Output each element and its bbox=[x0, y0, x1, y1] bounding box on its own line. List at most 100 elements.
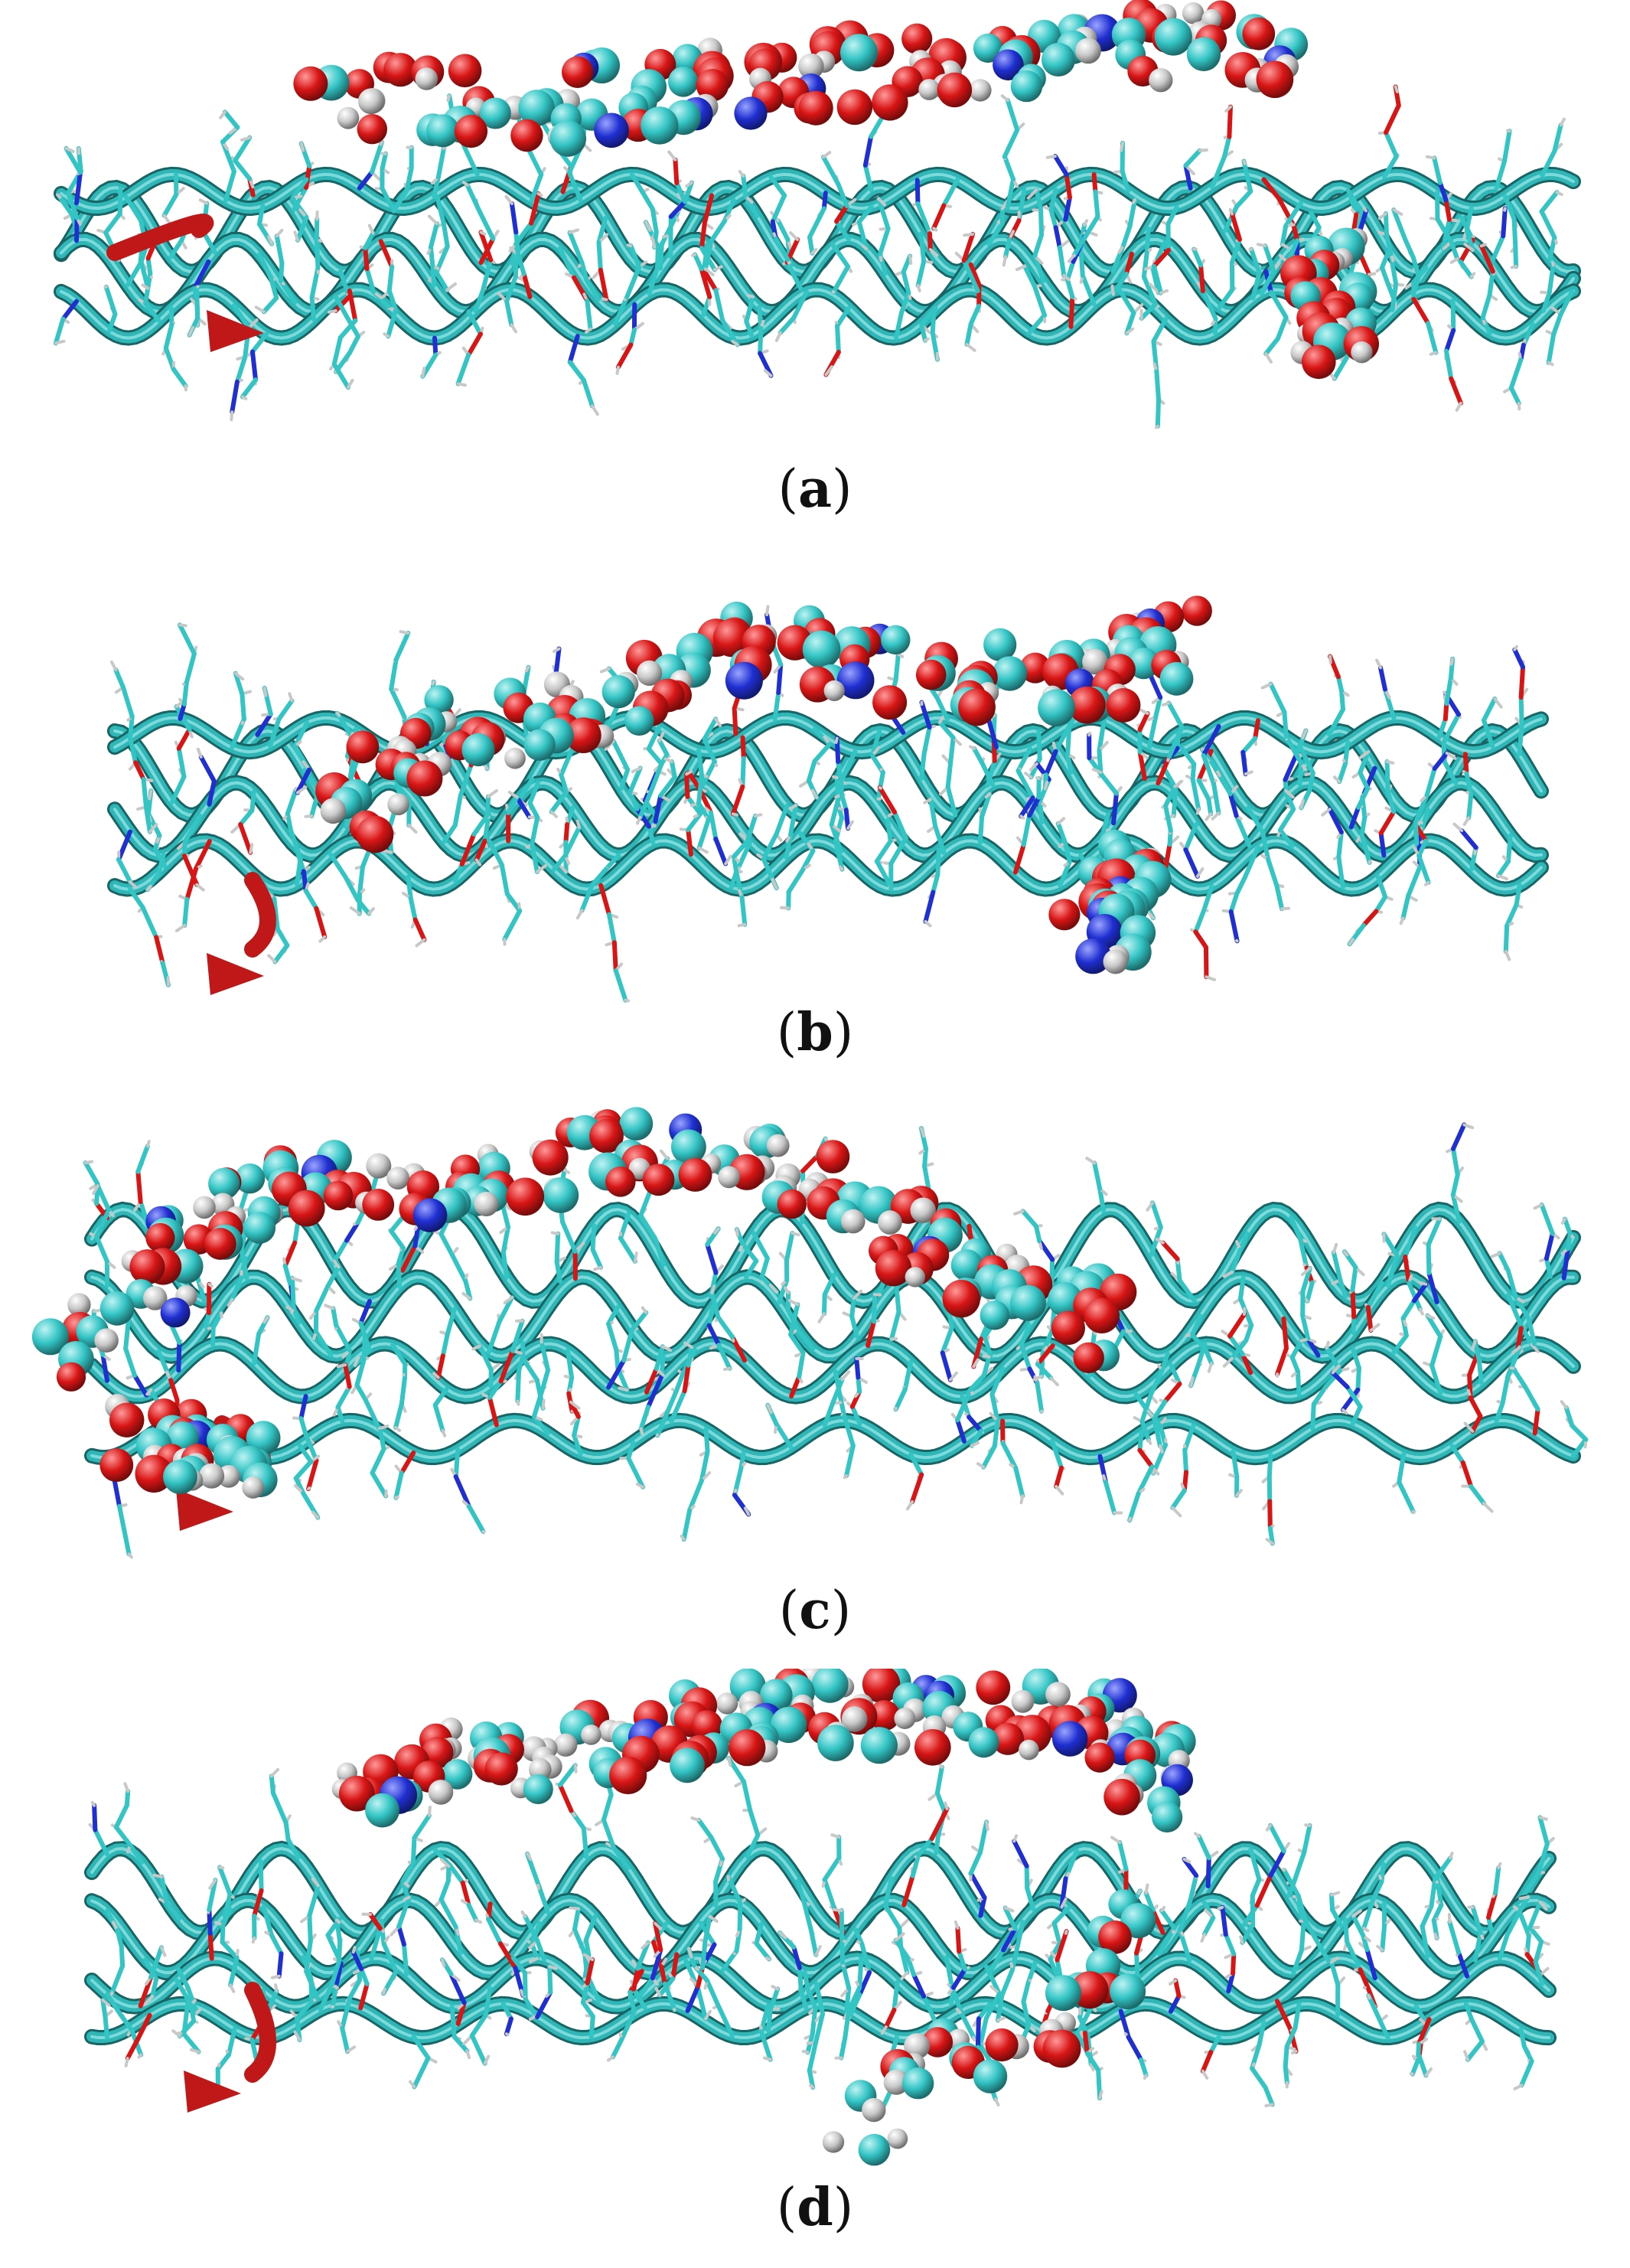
bond-stick bbox=[869, 729, 882, 759]
oxygen-atom-sphere bbox=[510, 119, 543, 152]
bond-stick bbox=[306, 1457, 319, 1492]
bond-stick bbox=[915, 201, 932, 237]
bond-stick bbox=[1539, 1203, 1555, 1236]
hydrogen-stick bbox=[641, 1941, 650, 1950]
bond-stick bbox=[1330, 1370, 1350, 1390]
bond-stick bbox=[1169, 1362, 1182, 1387]
bond-stick bbox=[139, 259, 151, 291]
hydrogen-stick bbox=[788, 231, 800, 241]
bond-stick bbox=[761, 831, 779, 862]
bond-stick bbox=[1155, 396, 1161, 429]
bond-stick bbox=[822, 1272, 837, 1297]
hydrogen-stick bbox=[1362, 1927, 1370, 1933]
hydrogen-stick bbox=[377, 1424, 390, 1431]
hydrogen-atom-sphere bbox=[387, 793, 409, 816]
hydrogen-stick bbox=[367, 224, 375, 235]
bond-stick bbox=[685, 1983, 701, 2013]
bond-stick bbox=[883, 2007, 897, 2030]
bond-stick bbox=[1097, 748, 1104, 775]
bond-stick bbox=[796, 1328, 816, 1351]
bond-stick bbox=[176, 1967, 191, 1989]
beta-strand-ribbon bbox=[244, 1982, 276, 2083]
bond-stick bbox=[1227, 104, 1233, 139]
bond-stick bbox=[234, 354, 248, 384]
bond-stick bbox=[1163, 803, 1173, 833]
oxygen-atom-sphere bbox=[1048, 899, 1081, 931]
bond-stick bbox=[1146, 715, 1159, 750]
bond-stick bbox=[1196, 778, 1211, 802]
hydrogen-stick bbox=[778, 1931, 787, 1940]
bond-stick bbox=[1055, 1929, 1069, 1963]
bond-stick bbox=[222, 109, 240, 130]
bond-stick bbox=[822, 1855, 842, 1882]
bond-stick bbox=[1034, 1224, 1042, 1243]
bond-stick bbox=[386, 289, 399, 312]
hydrogen-stick bbox=[924, 920, 932, 928]
bond-stick bbox=[529, 172, 544, 204]
hydrogen-stick bbox=[771, 878, 778, 889]
bond-stick bbox=[1281, 1316, 1289, 1351]
carbon-atom-sphere bbox=[518, 90, 555, 126]
hydrogen-stick bbox=[535, 864, 547, 873]
bond-stick bbox=[590, 1247, 603, 1270]
bond-stick bbox=[231, 302, 251, 331]
oxygen-atom-sphere bbox=[914, 1729, 951, 1766]
bond-stick bbox=[1141, 274, 1158, 307]
bond-stick bbox=[1505, 1292, 1523, 1326]
bond-stick bbox=[551, 853, 568, 873]
bond-stick bbox=[181, 2031, 201, 2054]
hydrogen-stick bbox=[1449, 257, 1459, 264]
bond-stick bbox=[955, 1925, 962, 1954]
bond-stick bbox=[699, 266, 712, 299]
bond-stick bbox=[610, 2037, 624, 2060]
bond-stick bbox=[178, 701, 187, 721]
bond-stick bbox=[233, 158, 253, 181]
bond-stick bbox=[540, 1367, 551, 1392]
hydrogen-stick bbox=[948, 1371, 958, 1382]
panel-label-a: (a) bbox=[778, 458, 852, 520]
bond-stick bbox=[961, 258, 980, 294]
hydrogen-stick bbox=[1445, 751, 1457, 760]
hydrogen-stick bbox=[432, 1372, 440, 1379]
bond-stick bbox=[813, 2012, 825, 2045]
bond-stick bbox=[666, 1389, 679, 1412]
hydrogen-stick bbox=[503, 1296, 514, 1305]
bond-stick bbox=[1159, 1351, 1170, 1373]
bond-stick bbox=[396, 1261, 403, 1290]
bond-stick bbox=[1420, 1924, 1430, 1959]
carbon-atom-sphere bbox=[234, 1163, 266, 1194]
bond-stick bbox=[313, 1329, 334, 1358]
hydrogen-stick bbox=[932, 227, 938, 232]
bond-stick bbox=[1364, 1947, 1377, 1981]
bond-stick bbox=[161, 192, 179, 218]
hydrogen-atom-sphere bbox=[504, 747, 526, 769]
bond-stick bbox=[1340, 1387, 1361, 1412]
hydrogen-stick bbox=[394, 1495, 399, 1499]
bond-stick bbox=[257, 203, 266, 227]
oxygen-atom-sphere bbox=[869, 1700, 900, 1731]
bond-stick bbox=[651, 1921, 669, 1945]
bond-stick bbox=[1166, 724, 1185, 759]
bond-stick bbox=[978, 2015, 989, 2048]
hydrogen-stick bbox=[1085, 1157, 1097, 1165]
bond-stick bbox=[1413, 820, 1420, 847]
hydrogen-stick bbox=[487, 789, 498, 798]
bond-stick bbox=[516, 798, 532, 820]
bond-stick bbox=[950, 1966, 967, 1990]
bond-stick bbox=[1289, 1355, 1300, 1374]
bond-stick bbox=[369, 1926, 383, 1961]
bond-stick bbox=[1377, 2018, 1390, 2041]
hydrogen-stick bbox=[318, 935, 327, 943]
bond-stick bbox=[986, 220, 1005, 246]
bond-stick bbox=[659, 1964, 667, 1986]
bond-stick bbox=[1299, 1919, 1306, 1953]
bond-stick bbox=[478, 230, 494, 263]
bond-stick bbox=[1051, 1905, 1071, 1926]
bond-stick bbox=[1544, 1256, 1553, 1279]
carbon-atom-sphere bbox=[950, 1249, 983, 1281]
hydrogen-stick bbox=[635, 815, 642, 825]
hydrogen-stick bbox=[703, 267, 715, 276]
bond-stick bbox=[1514, 883, 1522, 907]
bond-stick bbox=[133, 760, 146, 782]
hydrogen-stick bbox=[1169, 1979, 1178, 1986]
